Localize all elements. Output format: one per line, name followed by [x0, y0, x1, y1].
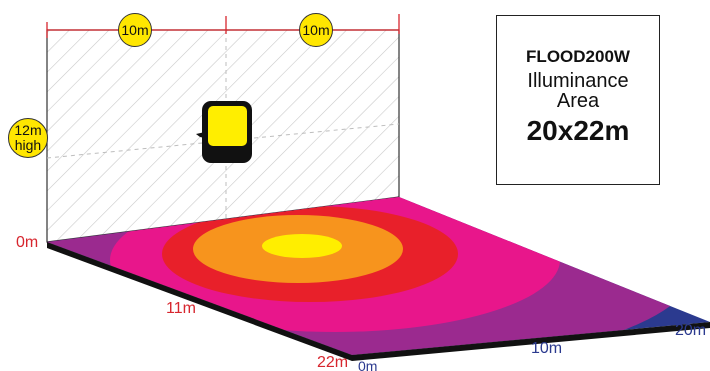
wall-height-text: 12m high: [14, 123, 41, 153]
floodlight-icon: [196, 101, 252, 163]
width-dimension: [46, 14, 400, 38]
info-panel: FLOOD200W Illuminance Area 20x22m: [496, 15, 660, 185]
floor-depth-end-label: 22m: [317, 354, 349, 371]
wall-width-right-badge: 10m: [299, 13, 333, 47]
floor-width-mid-label: 10m: [531, 340, 563, 357]
wall-width-left-badge: 10m: [118, 13, 152, 47]
floor-origin-label: 0m: [16, 234, 39, 251]
wall-width-right-label: 10m: [302, 21, 330, 38]
floor-edge-left: [47, 242, 352, 361]
floor-width-start-label: 0m: [358, 358, 378, 371]
zone-center: [262, 234, 342, 258]
illuminance-label: Illuminance: [527, 70, 629, 92]
floor-width-end-label: 20m: [675, 322, 707, 339]
area-label: Area: [556, 90, 600, 112]
wall-height-unit: high: [14, 137, 42, 153]
wall-width-left-label: 10m: [121, 21, 149, 38]
floor-depth-mid-label: 11m: [166, 300, 196, 317]
floor-edge-front: [352, 322, 710, 361]
wall-height-badge: 12m high: [8, 118, 48, 158]
model-name: FLOOD200W: [526, 47, 630, 66]
area-size: 20x22m: [526, 115, 630, 146]
wall-height-value: 12m: [14, 122, 42, 138]
